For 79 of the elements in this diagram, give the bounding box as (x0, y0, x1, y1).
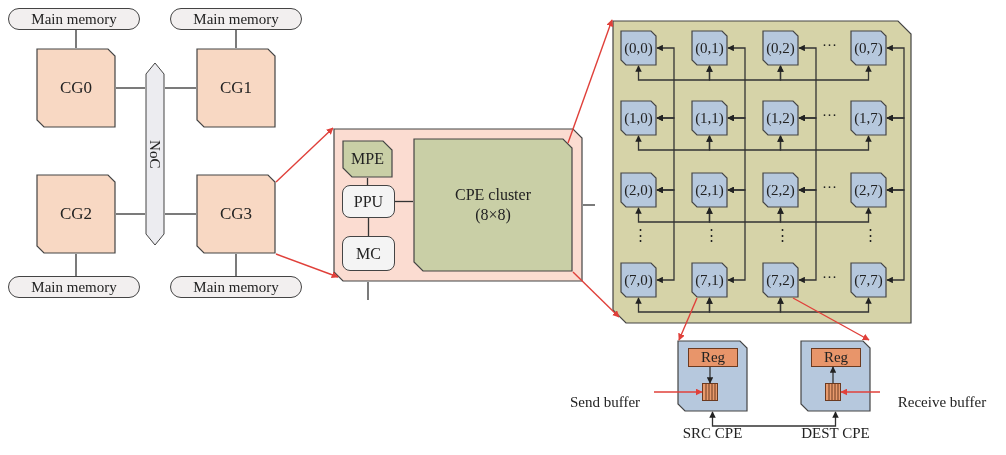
cpe-box: (1,1) (691, 100, 728, 136)
core-group-box: CG0 (36, 48, 116, 128)
arrow (792, 297, 870, 341)
cpe-box: (7,7) (850, 262, 887, 298)
arrow (777, 207, 872, 223)
ellipsis-mark: ⋮ (704, 228, 719, 243)
connector-line (115, 213, 146, 215)
cpe-box: (2,0) (620, 172, 657, 208)
arrow (567, 19, 614, 144)
arrow (886, 186, 905, 284)
cpe-box: (2,1) (691, 172, 728, 208)
buffer-drawing (702, 383, 718, 401)
ellipsis-mark: ··· (822, 108, 837, 123)
memory-node: Main memory (170, 8, 302, 30)
cpe-box: (1,7) (850, 100, 887, 136)
processing-element-box: MPE (342, 140, 393, 178)
noc-bus: NoC (145, 62, 165, 246)
connector-line (75, 29, 77, 49)
buffer-drawing (825, 383, 841, 401)
connector-line (582, 204, 596, 206)
ellipsis-mark: ··· (822, 180, 837, 195)
cpe-box: (1,0) (620, 100, 657, 136)
cpe-caption: DEST CPE (801, 424, 870, 443)
cpe-box: (7,2) (762, 262, 799, 298)
cpe-box: (7,1) (691, 262, 728, 298)
processing-element-box: CPE cluster (8×8) (413, 138, 573, 272)
arrow (829, 366, 837, 384)
memory-node: Main memory (170, 276, 302, 298)
arrow (777, 65, 872, 81)
core-group-box: CG3 (196, 174, 276, 254)
arrow (656, 186, 675, 284)
connector-line (164, 213, 197, 215)
cpe-box: (2,7) (850, 172, 887, 208)
register-box: Reg (811, 348, 861, 367)
connector-line (366, 177, 369, 186)
cpe-box: (1,2) (762, 100, 799, 136)
ellipsis-mark: ⋮ (775, 228, 790, 243)
arrow (777, 297, 872, 313)
callout-text: Receive buffer (880, 392, 1004, 412)
connector-line (394, 200, 414, 203)
callout-text: Send buffer (556, 392, 654, 412)
connector-line (164, 87, 197, 89)
arrow (727, 186, 746, 284)
arrow (706, 366, 714, 384)
cpe-box: (0,0) (620, 30, 657, 66)
cpe-box: (0,7) (850, 30, 887, 66)
cpe-grid-panel (612, 20, 912, 324)
ellipsis-mark: ⋮ (863, 228, 878, 243)
arrow (777, 135, 872, 151)
arrow (653, 388, 703, 396)
cpe-box: (0,2) (762, 30, 799, 66)
unit-box: MC (342, 236, 395, 271)
core-group-box: CG2 (36, 174, 116, 254)
arrow (678, 297, 698, 341)
connector-line (367, 217, 370, 237)
connector-line (75, 253, 77, 277)
ellipsis-mark: ⋮ (633, 228, 648, 243)
ellipsis-mark: ··· (822, 270, 837, 285)
connector-line (235, 253, 237, 277)
unit-box: PPU (342, 185, 395, 218)
cpe-caption: SRC CPE (682, 424, 743, 443)
arrow (709, 411, 839, 427)
connector-line (367, 281, 369, 301)
arrow (840, 388, 881, 396)
arrow (798, 186, 817, 284)
cpe-box: (7,0) (620, 262, 657, 298)
memory-node: Main memory (8, 8, 140, 30)
arrow (572, 271, 620, 318)
core-group-box: CG1 (196, 48, 276, 128)
ellipsis-mark: ··· (822, 38, 837, 53)
arrow (275, 253, 339, 279)
arrow (275, 127, 334, 183)
cpe-box: (2,2) (762, 172, 799, 208)
register-box: Reg (688, 348, 738, 367)
cpe-box: (0,1) (691, 30, 728, 66)
connector-line (235, 29, 237, 49)
core-group-detail-box (333, 128, 583, 282)
memory-node: Main memory (8, 276, 140, 298)
connector-line (115, 87, 146, 89)
